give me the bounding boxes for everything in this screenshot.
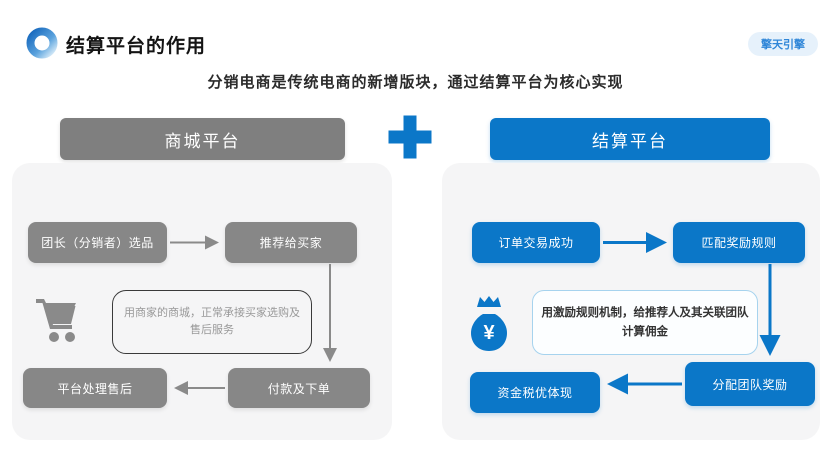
left-column-header: 商城平台 (60, 118, 345, 160)
money-bag-icon: ¥ (468, 293, 510, 353)
mall-platform-panel: 团长（分销者）选品 推荐给买家 用商家的商城，正常承接买家选购及售后服务 平台处… (12, 163, 392, 440)
yen-symbol: ¥ (483, 322, 495, 344)
flow-node-match-rules: 匹配奖励规则 (673, 222, 805, 263)
ring-icon (26, 27, 58, 59)
flow-node-order-success: 订单交易成功 (472, 222, 600, 263)
flow-node-pay-order: 付款及下单 (228, 368, 370, 408)
shopping-cart-icon (32, 293, 80, 347)
flow-node-select-products: 团长（分销者）选品 (28, 222, 167, 263)
mall-note: 用商家的商城，正常承接买家选购及售后服务 (112, 290, 312, 354)
flow-node-tax-benefit: 资金税优体现 (470, 372, 600, 413)
settlement-note: 用激励规则机制，给推荐人及其关联团队计算佣金 (532, 290, 758, 355)
page-title: 结算平台的作用 (66, 36, 207, 57)
plus-icon (388, 115, 432, 159)
subtitle: 分销电商是传统电商的新增版块，通过结算平台为核心实现 (207, 74, 624, 91)
flow-node-recommend-buyers: 推荐给买家 (225, 222, 357, 263)
settlement-platform-panel: 订单交易成功 匹配奖励规则 ¥ 用激励规则机制，给推荐人及其关联团队计算佣金 资… (442, 163, 820, 440)
flow-node-aftersale: 平台处理售后 (23, 368, 167, 408)
right-column-header: 结算平台 (490, 118, 770, 160)
brand-badge: 擎天引擎 (748, 32, 818, 56)
flow-node-distribute-rewards: 分配团队奖励 (685, 362, 815, 406)
